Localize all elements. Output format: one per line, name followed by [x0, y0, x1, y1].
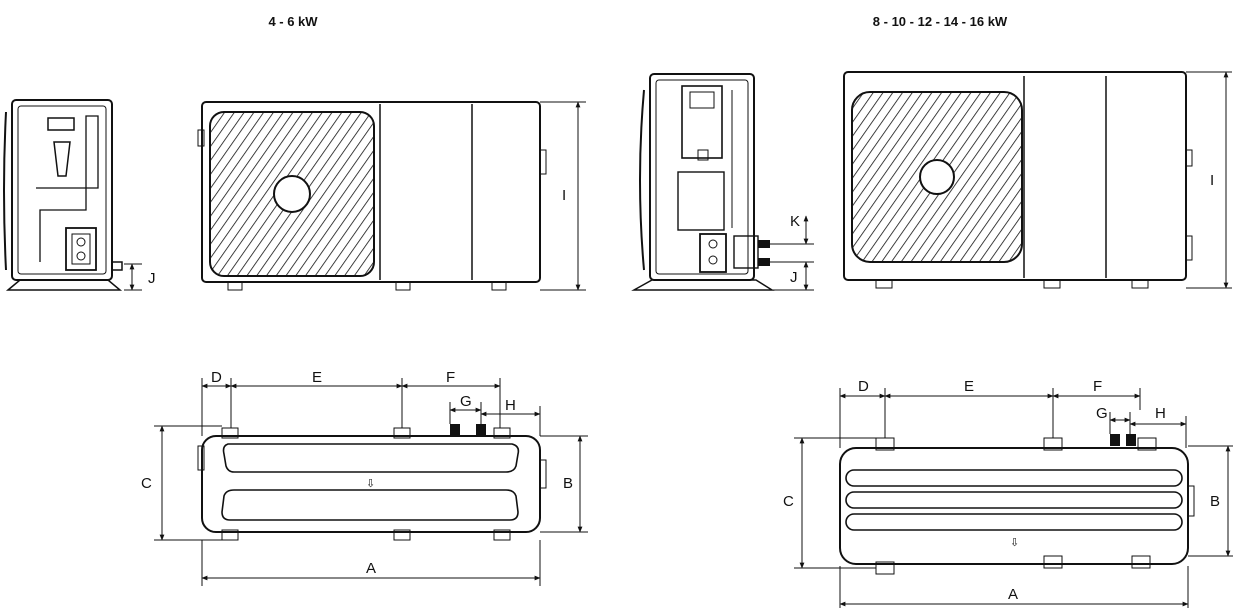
dim-label-f-small: F [446, 369, 455, 386]
dim-label-g-large: G [1096, 405, 1108, 422]
small-front-view [197, 101, 547, 291]
small-top-view: ⇩ [197, 424, 547, 541]
large-top-view: ⇩ [839, 434, 1195, 575]
dim-label-a-large: A [1008, 586, 1018, 603]
svg-text:⇩: ⇩ [366, 478, 375, 490]
dim-label-c-large: C [783, 493, 794, 510]
dim-label-b-large: B [1210, 493, 1220, 510]
large-side-view [631, 73, 775, 291]
dim-label-d-large: D [858, 378, 869, 395]
dim-label-h-small: H [505, 397, 516, 414]
dim-label-h-large: H [1155, 405, 1166, 422]
dim-label-i-small: I [562, 187, 566, 204]
dim-label-g-small: G [460, 393, 472, 410]
large-front-view [843, 71, 1193, 289]
dim-label-c-small: C [141, 475, 152, 492]
dim-label-j-small: J [148, 270, 156, 287]
title-large-units: 8 - 10 - 12 - 14 - 16 kW [872, 14, 1008, 29]
dim-label-b-small: B [563, 475, 573, 492]
title-small-units: 4 - 6 kW [268, 14, 318, 29]
dim-label-a-small: A [366, 560, 376, 577]
dim-label-j-large: J [790, 269, 798, 286]
dim-label-d-small: D [211, 369, 222, 386]
small-side-view [3, 99, 123, 291]
svg-text:⇩: ⇩ [1010, 537, 1019, 549]
dim-label-f-large: F [1093, 378, 1102, 395]
dim-label-i-large: I [1210, 172, 1214, 189]
dim-label-e-large: E [964, 378, 974, 395]
dim-label-k-large: K [790, 213, 800, 230]
dim-label-e-small: E [312, 369, 322, 386]
